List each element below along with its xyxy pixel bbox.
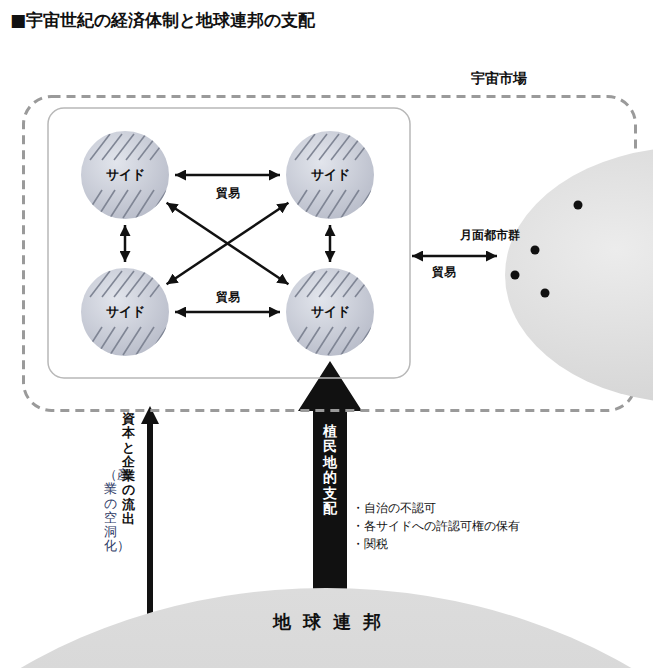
side-label: サイド [311,166,350,184]
side-label: サイド [311,303,350,321]
trade-label: 貿易 [432,264,456,281]
region-label: 宇宙市場 [468,70,530,88]
colony-streaks [84,271,170,355]
trade-arrow [175,174,280,177]
diagram-title: ■宇宙世紀の経済体制と地球連邦の支配 [10,9,315,32]
city-dot [574,201,583,210]
side-group-box [48,108,410,378]
rule-item: ・自治の不認可 [352,500,436,517]
flow-label: 資本と企業の流出 [122,412,135,526]
trade-arrow [412,255,497,258]
rule-item: ・各サイドへの許認可権の保有 [352,518,520,535]
side-colony: サイド [285,130,375,220]
colony-disc [286,268,374,356]
note-label: （産業の空洞化） [104,468,117,554]
side-label: サイド [106,166,145,184]
city-dot [511,271,520,280]
side-colony: サイド [80,267,170,357]
trade-arrow [167,203,289,284]
earth-federation: 地球連邦 [0,588,653,668]
moon-shape [505,147,653,403]
moon-cities: 月面都市群 [505,147,653,403]
colony-disc [81,131,169,219]
flow-label: 植民地的支配 [323,424,337,516]
trade-arrow [124,225,127,262]
capital-flow-arrow [141,406,159,628]
side-label: サイド [106,303,145,321]
side-colony: サイド [285,267,375,357]
trade-label: 貿易 [214,185,242,202]
trade-arrow [175,311,280,314]
trade-arrow [329,225,332,262]
trade-label: 貿易 [214,289,242,306]
side-colony: サイド [80,130,170,220]
colony-streaks [289,134,375,218]
city-dot [541,289,550,298]
colony-streaks [289,271,375,355]
rule-arrow [298,361,362,628]
moon-surface [505,147,653,403]
colony-disc [81,268,169,356]
colony-streaks [84,134,170,218]
trade-arrow [167,203,289,284]
earth-surface [0,588,653,668]
colony-disc [286,131,374,219]
city-dot [531,246,540,255]
rule-item: ・関税 [352,536,388,553]
earth-label: 地球連邦 [0,610,653,634]
moon-label: 月面都市群 [460,227,520,244]
